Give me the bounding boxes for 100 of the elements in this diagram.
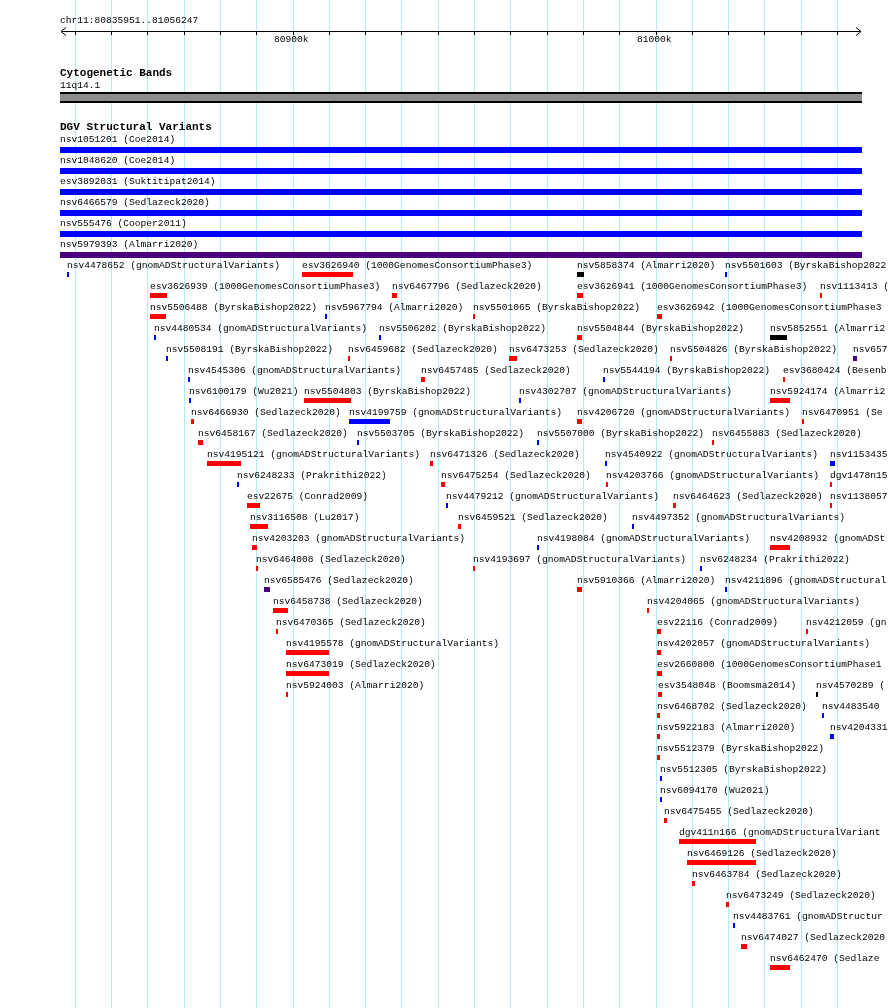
- track-name: nsv1048620 (Coe2014): [60, 155, 176, 167]
- tick-label: 80900k: [274, 34, 309, 46]
- feature-label: nsv5504826 (ByrskaBishop2022): [670, 344, 837, 356]
- feature-label: nsv3116508 (Lu2017): [250, 512, 360, 524]
- feature-label: esv22116 (Conrad2009): [657, 617, 778, 629]
- feature-label: nsv4483540: [822, 701, 880, 713]
- feature-label: nsv4480534 (gnomADStructuralVariants): [154, 323, 368, 335]
- track-name: esv3892031 (Suktitipat2014): [60, 176, 216, 188]
- feature-label: nsv4198084 (gnomADStructuralVariants): [537, 533, 751, 545]
- feature-label: nsv4478652 (gnomADStructuralVariants): [67, 260, 281, 272]
- feature-label: nsv5544194 (ByrskaBishop2022): [603, 365, 770, 377]
- feature-label: nsv1113413 (: [820, 281, 890, 293]
- feature-label: nsv6470951 (Se: [802, 407, 883, 419]
- feature-label: nsv4302707 (gnomADStructuralVariants): [519, 386, 733, 398]
- feature-label: nsv6471326 (Sedlazeck2020): [430, 449, 580, 461]
- feature-label: nsv6462470 (Sedlaze: [770, 953, 880, 965]
- track-name: nsv555476 (Cooper2011): [60, 218, 187, 230]
- feature-label: esv22675 (Conrad2009): [247, 491, 368, 503]
- feature-label: dgv411n166 (gnomADStructuralVariant: [679, 827, 881, 839]
- feature-label: nsv6467796 (Sedlazeck2020): [392, 281, 542, 293]
- track-name: nsv5979393 (Almarri2020): [60, 239, 199, 251]
- feature-label: nsv5504844 (ByrskaBishop2022): [577, 323, 744, 335]
- feature-label: nsv5852551 (Almarri2: [770, 323, 886, 335]
- feature-label: nsv4212059 (gn: [806, 617, 887, 629]
- feature-label: nsv657: [853, 344, 888, 356]
- feature-label: esv3626939 (1000GenomesConsortiumPhase3): [150, 281, 381, 293]
- feature-label: nsv4195578 (gnomADStructuralVariants): [286, 638, 500, 650]
- feature-label: nsv5503705 (ByrskaBishop2022): [357, 428, 524, 440]
- band-label: 11q14.1: [60, 80, 101, 92]
- feature-label: nsv4208932 (gnomADSt: [770, 533, 886, 545]
- feature-label: nsv6474027 (Sedlazeck2020: [741, 932, 885, 944]
- coordinate-label: chr11:80835951..81056247: [60, 15, 199, 27]
- feature-label: nsv6458167 (Sedlazeck2020): [198, 428, 348, 440]
- feature-label: nsv4203766 (gnomADStructuralVariants): [606, 470, 820, 482]
- feature-label: esv3626940 (1000GenomesConsortiumPhase3): [302, 260, 533, 272]
- feature-label: nsv4211896 (gnomADStructural: [725, 575, 887, 587]
- feature-label: nsv4540922 (gnomADStructuralVariants): [605, 449, 819, 461]
- feature-label: nsv6473019 (Sedlazeck2020): [286, 659, 436, 671]
- feature-label: nsv5922183 (Almarri2020): [657, 722, 796, 734]
- feature-label: nsv6475455 (Sedlazeck2020): [664, 806, 814, 818]
- feature-label: nsv6464623 (Sedlazeck2020): [673, 491, 823, 503]
- feature-label: nsv6475254 (Sedlazeck2020): [441, 470, 591, 482]
- feature-label: nsv6094170 (Wu2021): [660, 785, 770, 797]
- feature-label: nsv4570289 (: [816, 680, 886, 692]
- feature-label: nsv5504803 (ByrskaBishop2022): [304, 386, 471, 398]
- track-title: DGV Structural Variants: [60, 121, 212, 133]
- feature-label: nsv6248234 (Prakrithi2022): [700, 554, 850, 566]
- tick-label: 81000k: [637, 34, 672, 46]
- feature-label: nsv5508191 (ByrskaBishop2022): [166, 344, 333, 356]
- feature-label: nsv6457485 (Sedlazeck2020): [421, 365, 571, 377]
- feature-label: nsv6459682 (Sedlazeck2020): [348, 344, 498, 356]
- feature-label: nsv5506488 (ByrskaBishop2022): [150, 302, 317, 314]
- feature-label: nsv6459521 (Sedlazeck2020): [458, 512, 608, 524]
- feature-label: esv3680424 (Besenb: [783, 365, 887, 377]
- feature-label: nsv4202057 (gnomADStructuralVariants): [657, 638, 871, 650]
- feature-label: nsv6466930 (Sedlazeck2020): [191, 407, 341, 419]
- feature-label: nsv6464008 (Sedlazeck2020): [256, 554, 406, 566]
- feature-label: nsv6100179 (Wu2021): [189, 386, 299, 398]
- feature-label: nsv5924003 (Almarri2020): [286, 680, 425, 692]
- feature-label: nsv5967794 (Almarri2020): [325, 302, 464, 314]
- track-name: nsv1051201 (Coe2014): [60, 134, 176, 146]
- feature-label: dgv1478n15: [830, 470, 888, 482]
- feature-label: nsv4206720 (gnomADStructuralVariants): [577, 407, 791, 419]
- feature-label: nsv4193697 (gnomADStructuralVariants): [473, 554, 687, 566]
- feature-label: nsv6473253 (Sedlazeck2020): [509, 344, 659, 356]
- feature-label: nsv4195121 (gnomADStructuralVariants): [207, 449, 421, 461]
- feature-label: nsv6473249 (Sedlazeck2020): [726, 890, 876, 902]
- feature-label: esv3626942 (1000GenomesConsortiumPhase3: [657, 302, 882, 314]
- feature-label: nsv5924174 (Almarri2: [770, 386, 886, 398]
- feature-label: nsv4204331: [830, 722, 888, 734]
- feature-label: nsv5512305 (ByrskaBishop2022): [660, 764, 827, 776]
- feature-label: nsv5506202 (ByrskaBishop2022): [379, 323, 546, 335]
- feature-label: nsv6455883 (Sedlazeck2020): [712, 428, 862, 440]
- feature-label: nsv6469126 (Sedlazeck2020): [687, 848, 837, 860]
- feature-label: nsv6248233 (Prakrithi2022): [237, 470, 387, 482]
- feature-label: nsv5910366 (Almarri2020): [577, 575, 716, 587]
- feature-label: esv3548048 (Boomsma2014): [658, 680, 797, 692]
- feature-label: nsv6458738 (Sedlazeck2020): [273, 596, 423, 608]
- feature-label: nsv4479212 (gnomADStructuralVariants): [446, 491, 660, 503]
- feature-label: nsv6585476 (Sedlazeck2020): [264, 575, 414, 587]
- feature-label: nsv6468702 (Sedlazeck2020): [657, 701, 807, 713]
- feature-label: nsv4545306 (gnomADStructuralVariants): [188, 365, 402, 377]
- feature-label: nsv5507000 (ByrskaBishop2022): [537, 428, 704, 440]
- feature-label: nsv5501603 (ByrskaBishop2022: [725, 260, 887, 272]
- track-title: Cytogenetic Bands: [60, 67, 173, 79]
- feature-label: nsv6470365 (Sedlazeck2020): [276, 617, 426, 629]
- feature-label: nsv6463784 (Sedlazeck2020): [692, 869, 842, 881]
- feature-label: nsv5501065 (ByrskaBishop2022): [473, 302, 640, 314]
- feature-label: nsv4497352 (gnomADStructuralVariants): [632, 512, 846, 524]
- feature-label: nsv4483761 (gnomADStructur: [733, 911, 883, 923]
- feature-label: nsv1153435: [830, 449, 888, 461]
- feature-label: nsv4203203 (gnomADStructuralVariants): [252, 533, 466, 545]
- feature-label: esv2660800 (1000GenomesConsortiumPhase1: [657, 659, 882, 671]
- feature-label: nsv4204065 (gnomADStructuralVariants): [647, 596, 861, 608]
- feature-label: nsv4199759 (gnomADStructuralVariants): [349, 407, 563, 419]
- feature-label: nsv5512379 (ByrskaBishop2022): [657, 743, 824, 755]
- feature-label: nsv5858374 (Almarri2020): [577, 260, 716, 272]
- track-name: nsv6466579 (Sedlazeck2020): [60, 197, 210, 209]
- feature-label: nsv1138057: [830, 491, 888, 503]
- feature-label: esv3626941 (1000GenomesConsortiumPhase3): [577, 281, 808, 293]
